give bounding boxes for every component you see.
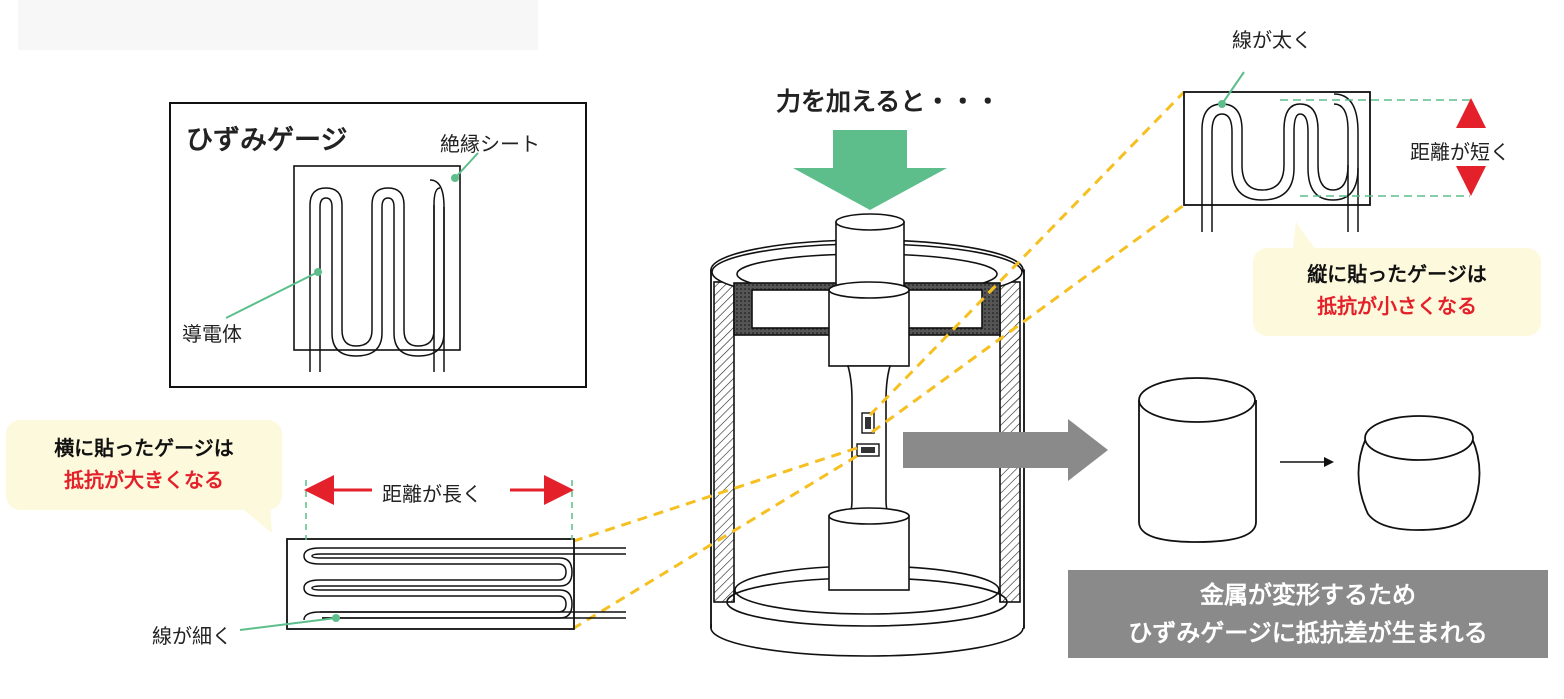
gauge-title: ひずみゲージ — [186, 125, 348, 156]
horizontal-callout-line2: 抵抗が大きくなる — [64, 468, 224, 492]
force-label: 力を加えると・・・ — [776, 87, 1001, 116]
vertical-callout-line2: 抵抗が小さくなる — [1317, 294, 1477, 318]
shorter-distance-label: 距離が短く — [1410, 140, 1510, 164]
conclusion-banner: 金属が変形するため ひずみゲージに抵抗差が生まれる — [1068, 570, 1548, 658]
vertical-callout-tail — [1292, 222, 1320, 256]
top-placeholder-strip — [18, 0, 538, 50]
horizontal-callout-line1: 横に貼ったゲージは — [54, 436, 234, 460]
metal-after — [1357, 415, 1481, 531]
metal-before — [1138, 377, 1257, 543]
gauge-definition-box — [169, 102, 587, 388]
connection-lines — [573, 90, 1186, 630]
serpentine-conductor — [309, 179, 445, 372]
vertical-callout-line1: 縦に貼ったゲージは — [1307, 262, 1487, 286]
banner-line2: ひずみゲージに抵抗差が生まれる — [1128, 619, 1488, 647]
transform-arrow — [1280, 457, 1334, 467]
thin-wire-label: 線が細く — [152, 624, 232, 648]
longer-distance-label: 距離が長く — [382, 482, 482, 506]
horizontal-gauge — [239, 475, 626, 631]
banner-line1: 金属が変形するため — [1200, 581, 1416, 609]
deform-arrow — [903, 419, 1108, 481]
horizontal-callout-tail — [238, 505, 272, 533]
vertical-gauge — [1183, 71, 1486, 232]
horizontal-gauge-callout: 横に貼ったゲージは 抵抗が大きくなる — [6, 420, 282, 510]
insulation-sheet — [293, 165, 461, 351]
vertical-gauge-callout: 縦に貼ったゲージは 抵抗が小さくなる — [1253, 248, 1541, 336]
thick-wire-label: 線が太く — [1232, 28, 1312, 52]
conductor-label: 導電体 — [182, 322, 242, 346]
insulation-sheet-label: 絶縁シート — [440, 132, 540, 156]
force-arrow — [793, 130, 947, 210]
test-apparatus — [710, 213, 1025, 657]
